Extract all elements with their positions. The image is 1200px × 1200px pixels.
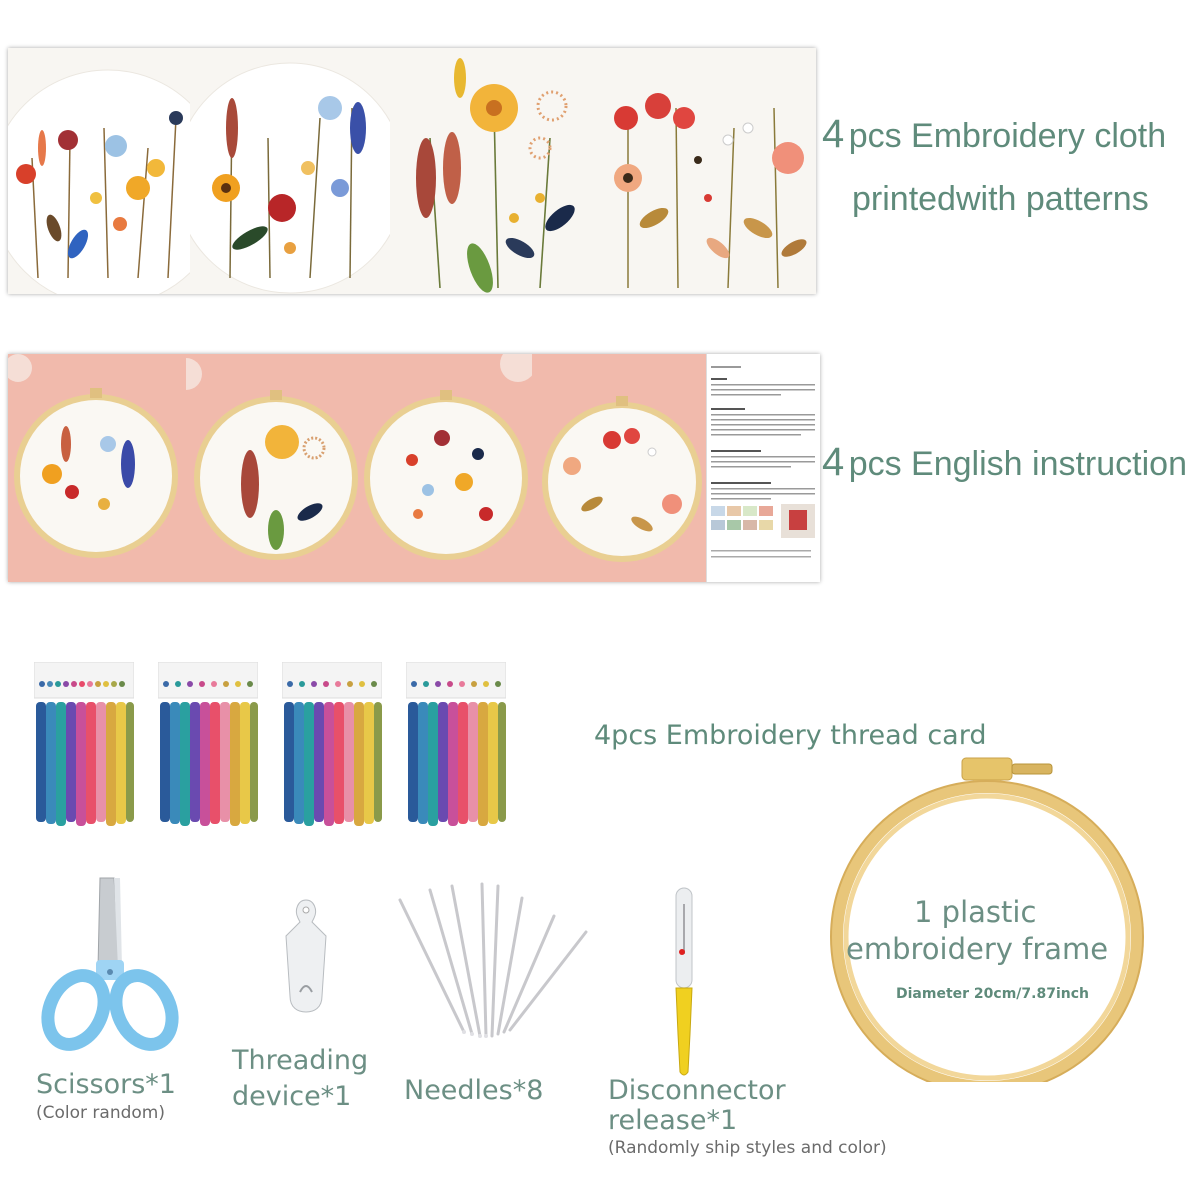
hoop-photo-1 [8,354,186,582]
needles-icon [398,882,588,1038]
cloth-pattern-2 [190,48,391,294]
caption-text: printedwith patterns [852,180,1149,218]
hoop-label-line1: 1 plastic [914,895,1037,929]
threader-label-line1: Threading [232,1045,369,1076]
embroidery-cloth-strip [8,48,816,294]
ripper-label-line2: release*1 [608,1105,738,1136]
caption-embroidery-cloth-line1: 4 pcs Embroidery cloth [822,112,1166,157]
ripper-label-line1: Disconnector [608,1075,786,1106]
caption-quantity: 4 [822,112,845,156]
hoop-photo-3 [358,354,532,582]
hoop-diameter: Diameter 20cm/7.87inch [896,986,1089,1002]
instruction-sheet [706,354,820,582]
seam-ripper-icon [675,887,693,1076]
thread-card-4 [406,662,506,828]
caption-embroidery-cloth-line2: printedwith patterns [852,180,1149,219]
caption-english-instruction: 4 pcs English instruction [822,440,1187,485]
cloth-pattern-4 [598,48,816,294]
thread-card-3 [282,662,382,828]
scissors-note: (Color random) [36,1103,165,1123]
threader-icon [285,899,327,1013]
caption-text: pcs English instruction [848,445,1187,483]
embroidery-hoop-icon [830,757,1144,1082]
scissors-icon [41,877,179,1051]
caption-thread-card: 4pcs Embroidery thread card [594,720,987,751]
thread-card-1 [34,662,134,828]
hoop-photo-4 [532,354,706,582]
instruction-strip [8,354,820,582]
threader-label-line2: device*1 [232,1081,352,1112]
cloth-pattern-3 [390,48,599,294]
caption-text: pcs Embroidery cloth [848,117,1167,155]
cloth-pattern-1 [8,48,191,294]
needles-label: Needles*8 [404,1075,544,1106]
hoop-photo-2 [186,354,358,582]
caption-quantity: 4 [822,440,845,484]
ripper-note: (Randomly ship styles and color) [608,1138,887,1158]
scissors-label: Scissors*1 [36,1069,176,1100]
hoop-label-line2: embroidery frame [846,932,1109,966]
thread-card-2 [158,662,258,828]
